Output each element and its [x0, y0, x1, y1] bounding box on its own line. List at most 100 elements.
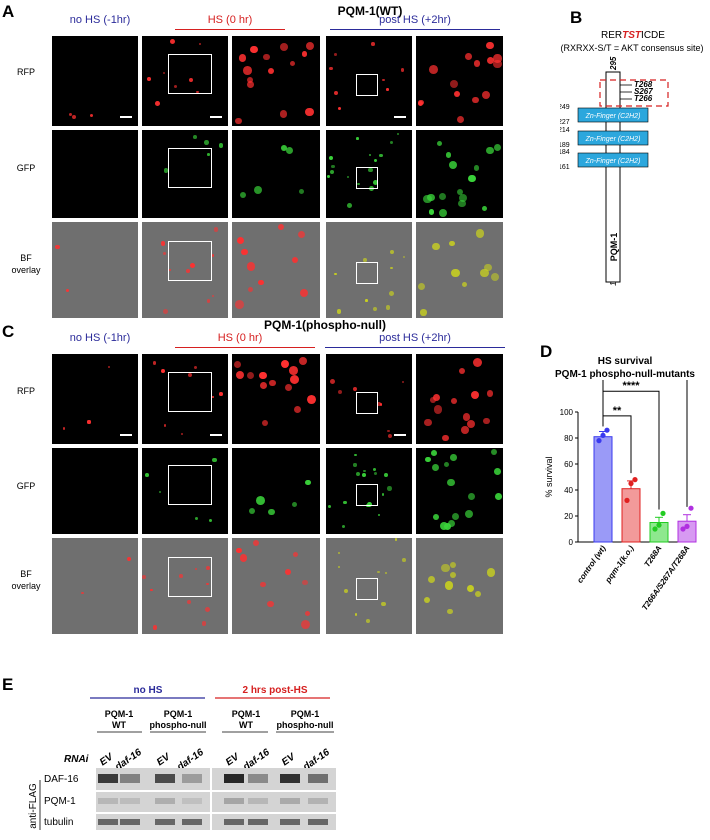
- zoom-region-box: [356, 578, 378, 601]
- strain-label-1-line2: WT: [112, 720, 126, 730]
- cell-nucleus-mark: [142, 575, 147, 579]
- y-tick-label: 60: [564, 460, 573, 469]
- significance-bracket-2: [602, 380, 688, 507]
- panel-c-micrograph-bf-col2: [142, 538, 228, 634]
- cell-nucleus-mark: [389, 249, 395, 254]
- y-tick-label: 40: [564, 486, 573, 495]
- site-label-t266: T266: [634, 94, 653, 103]
- data-point-3-0: [680, 526, 686, 532]
- blot-group-post-hs: 2 hrs post-HS: [242, 685, 307, 696]
- zinc-finger-label-2: Zn-Finger (C2H2): [585, 136, 641, 143]
- cell-nucleus-mark: [327, 504, 332, 509]
- cell-nucleus-mark: [338, 106, 342, 111]
- cell-nucleus-mark: [493, 59, 502, 69]
- cell-nucleus-mark: [246, 371, 254, 380]
- cell-nucleus-mark: [371, 41, 375, 46]
- cell-nucleus-mark: [458, 193, 468, 202]
- panel-c-micrograph-bf-col4: [326, 538, 412, 634]
- cell-nucleus-mark: [365, 298, 368, 302]
- cell-nucleus-mark: [302, 51, 308, 57]
- zoom-region-box: [168, 557, 212, 598]
- cell-nucleus-mark: [467, 492, 475, 500]
- cell-nucleus-mark: [163, 424, 167, 427]
- cell-nucleus-mark: [420, 309, 427, 316]
- blot-membrane-1-1: [212, 792, 336, 812]
- cell-nucleus-mark: [152, 361, 156, 365]
- cell-nucleus-mark: [361, 473, 366, 478]
- cell-nucleus-mark: [341, 524, 346, 528]
- cell-nucleus-mark: [443, 461, 449, 467]
- motif-sequence: RERTSTICDE: [558, 30, 708, 41]
- data-point-0-2: [604, 427, 610, 433]
- cell-nucleus-mark: [494, 468, 501, 475]
- cell-nucleus-mark: [267, 67, 275, 75]
- cell-nucleus-mark: [246, 76, 254, 84]
- panel-a-micrograph-gfp-col4: [326, 130, 412, 218]
- cell-nucleus-mark: [236, 370, 245, 379]
- cell-nucleus-mark: [292, 552, 298, 558]
- cell-nucleus-mark: [423, 596, 431, 604]
- blot-row-label-tubulin: tubulin: [44, 817, 73, 828]
- cell-nucleus-mark: [206, 299, 211, 303]
- cell-nucleus-mark: [190, 263, 196, 269]
- cell-nucleus-mark: [162, 309, 168, 314]
- cell-nucleus-mark: [280, 359, 290, 369]
- zinc-finger-start-1: 227: [560, 119, 570, 126]
- cell-nucleus-mark: [458, 199, 467, 208]
- rnai-label: RNAi: [64, 754, 89, 765]
- cell-nucleus-mark: [442, 434, 449, 442]
- strain-label-1-line1: PQM-1: [105, 709, 134, 719]
- band-daf16-lane-4: [182, 774, 202, 783]
- zinc-finger-end-3: 184: [560, 149, 570, 156]
- band-tubulin-lane-2: [120, 819, 140, 825]
- cell-nucleus-mark: [356, 137, 359, 140]
- category-label-2: T268A: [642, 544, 663, 569]
- cell-nucleus-mark: [490, 272, 500, 282]
- cell-nucleus-mark: [462, 282, 468, 288]
- cell-nucleus-mark: [307, 394, 317, 404]
- cell-nucleus-mark: [285, 146, 293, 155]
- cell-nucleus-mark: [292, 502, 298, 508]
- band-pqm1-lane-2: [120, 798, 140, 804]
- cell-nucleus-mark: [475, 229, 485, 239]
- cell-nucleus-mark: [300, 619, 310, 629]
- band-tubulin-lane-7: [280, 819, 300, 825]
- cell-nucleus-mark: [480, 269, 489, 278]
- cell-nucleus-mark: [427, 575, 435, 583]
- data-point-3-2: [688, 505, 694, 511]
- cell-nucleus-mark: [493, 144, 501, 152]
- panel-letter-d: D: [540, 342, 553, 361]
- cell-nucleus-mark: [473, 164, 480, 171]
- cell-nucleus-mark: [193, 135, 198, 140]
- panel-letter-c: C: [2, 322, 15, 341]
- cell-nucleus-mark: [329, 66, 333, 71]
- panel-c-title: PQM-1(phospho-null): [264, 318, 386, 332]
- band-tubulin-lane-4: [182, 819, 202, 825]
- cell-nucleus-mark: [163, 168, 168, 173]
- band-daf16-lane-6: [248, 774, 268, 783]
- band-pqm1-lane-8: [308, 798, 328, 804]
- cell-nucleus-mark: [472, 96, 479, 103]
- cell-nucleus-mark: [373, 179, 379, 185]
- data-point-0-1: [600, 432, 606, 438]
- cell-nucleus-mark: [457, 189, 464, 196]
- cell-nucleus-mark: [402, 380, 405, 383]
- panel-c-row-label-bf-overlay: BF overlay: [11, 569, 41, 591]
- panel-c-micrograph-rfp-col3: [232, 354, 320, 444]
- survival-chart-title-line2: PQM-1 phospho-null-mutants: [555, 369, 695, 380]
- panel-letter-b: B: [570, 8, 583, 27]
- cell-nucleus-mark: [400, 68, 404, 72]
- cell-nucleus-mark: [396, 133, 399, 136]
- panel-a-micrograph-rfp-col4: [326, 36, 412, 126]
- cell-nucleus-mark: [302, 579, 309, 586]
- blot-row-label-pqm1: PQM-1: [44, 796, 76, 807]
- cell-nucleus-mark: [481, 90, 491, 99]
- cell-nucleus-mark: [279, 110, 288, 118]
- y-tick-label: 20: [564, 512, 573, 521]
- cell-nucleus-mark: [423, 418, 432, 427]
- motif-phospho-sites: TST: [622, 30, 642, 41]
- cell-nucleus-mark: [213, 227, 218, 232]
- cell-nucleus-mark: [162, 71, 166, 74]
- cell-nucleus-mark: [467, 419, 476, 428]
- zinc-finger-domain-3: Zn-Finger (C2H2) 184 161: [560, 149, 649, 171]
